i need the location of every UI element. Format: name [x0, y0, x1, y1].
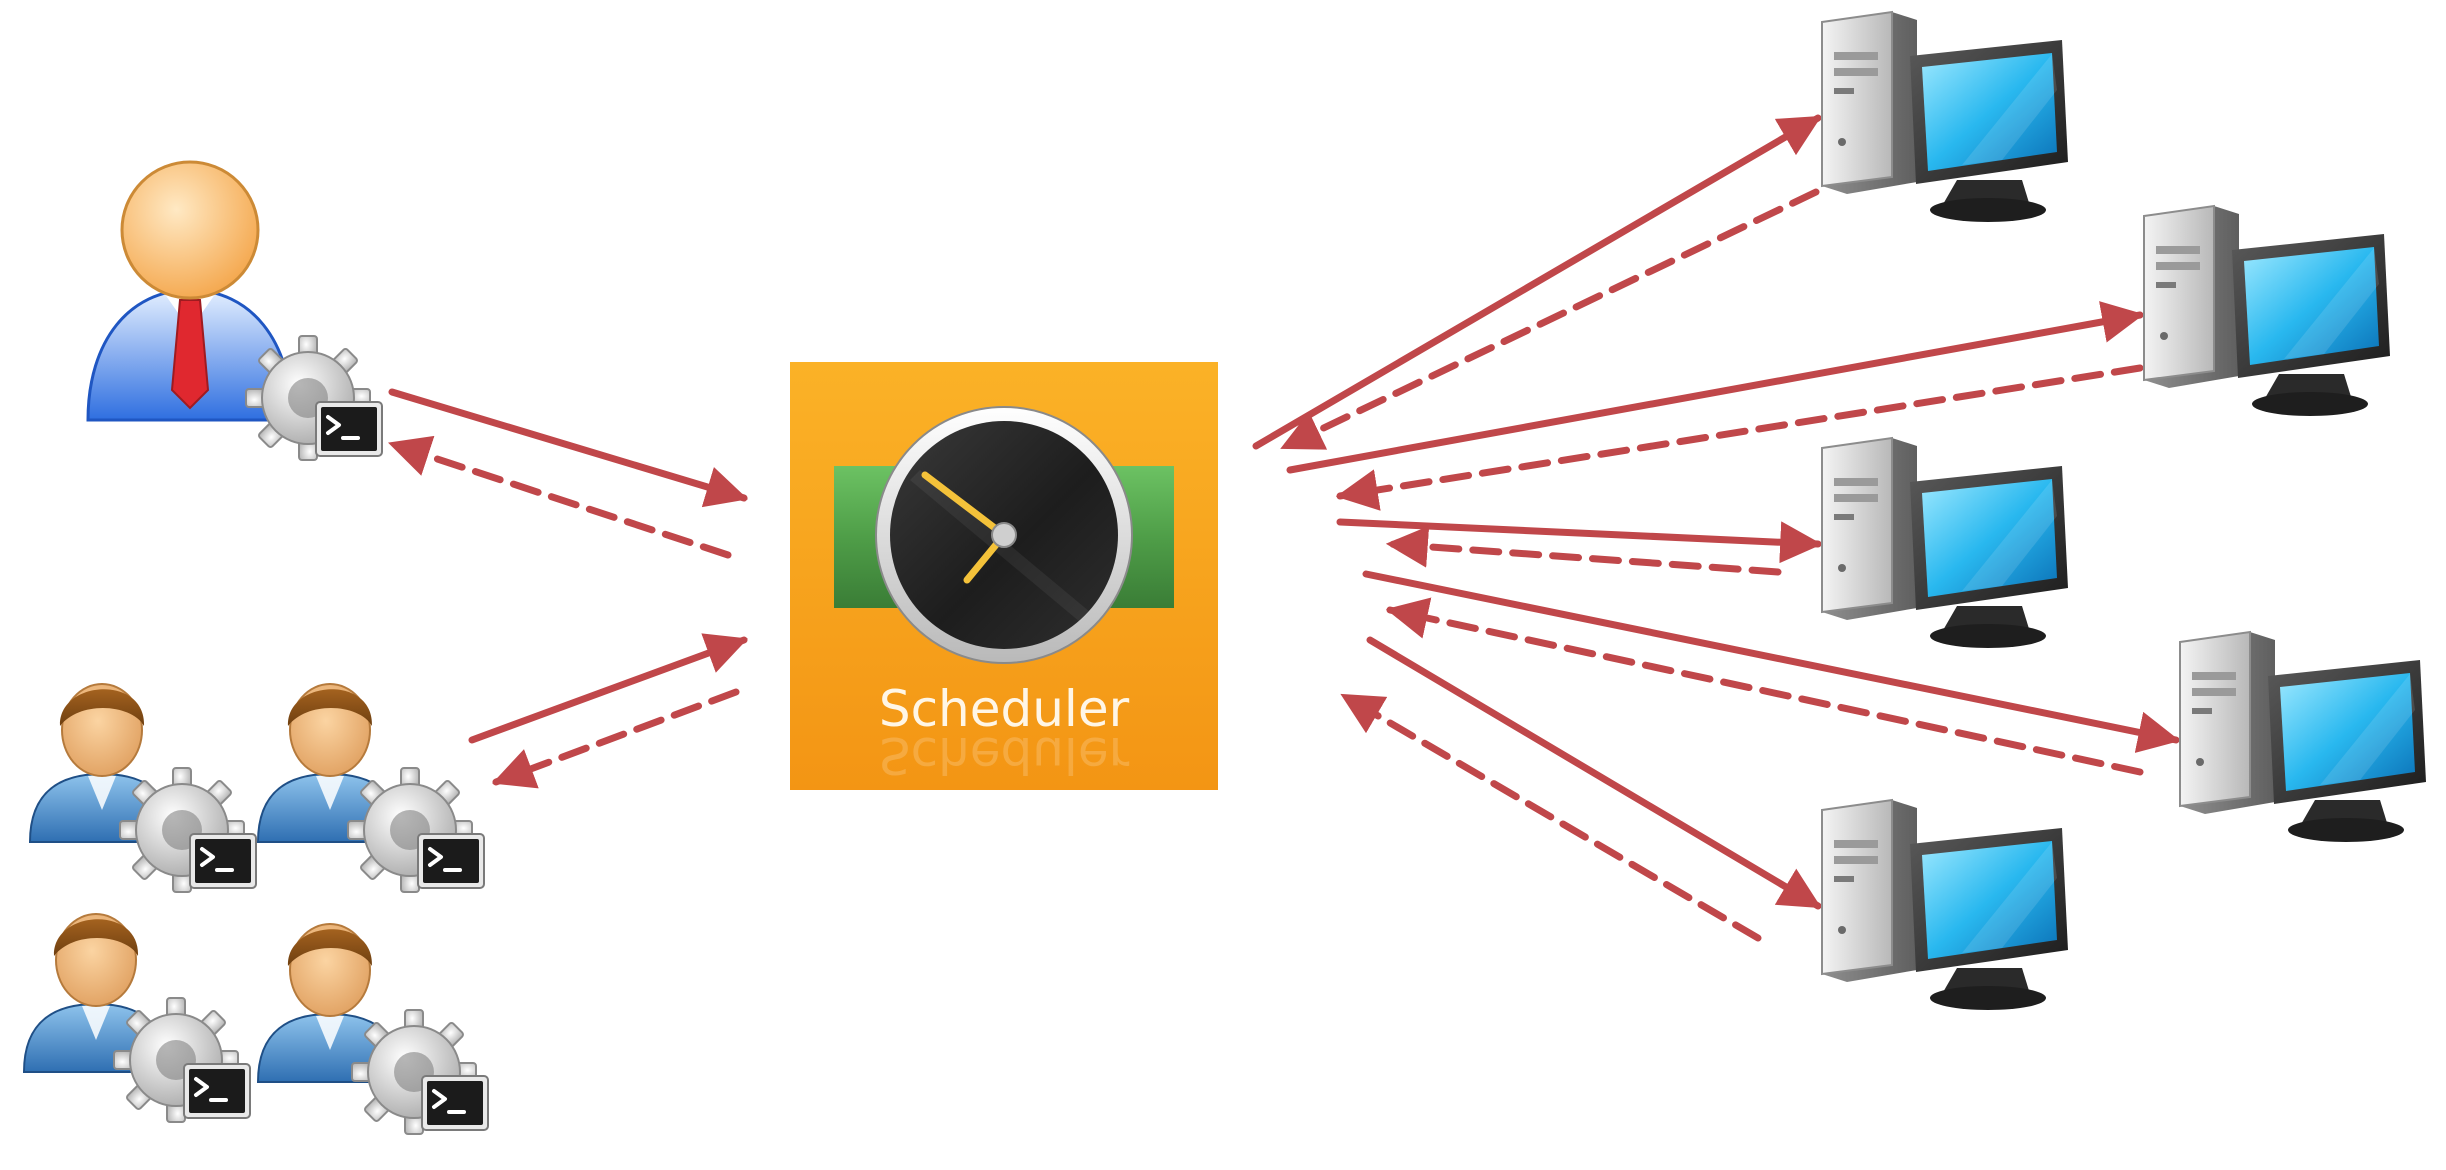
- user-icon: [257, 683, 486, 894]
- response-arrow-worker-3: [1385, 525, 1782, 576]
- user-icon: [23, 913, 252, 1124]
- request-arrow-worker-4: [1362, 570, 2181, 753]
- response-arrow-worker-5: [1340, 692, 1762, 942]
- request-arrow-clients: [468, 633, 748, 744]
- computer-icon: [2179, 631, 2427, 843]
- response-arrow-worker-2: [1335, 364, 2144, 511]
- scheduler-label-reflection: Scheduler: [879, 726, 1130, 784]
- computer-icon: [2143, 205, 2391, 417]
- client-users: [23, 683, 490, 1136]
- computer-icon: [1821, 11, 2069, 223]
- response-arrow-worker-1: [1280, 188, 1820, 451]
- user-icon: [29, 683, 258, 894]
- response-arrow-admin: [388, 435, 732, 559]
- computer-icon: [1821, 799, 2069, 1011]
- computer-icon: [1821, 437, 2069, 649]
- scheduler-label: Scheduler: [879, 680, 1130, 738]
- clock-icon: [875, 406, 1133, 664]
- request-arrow-worker-3: [1336, 518, 1823, 564]
- response-arrow-clients: [492, 688, 740, 789]
- user-icon: [257, 923, 490, 1136]
- request-arrow-worker-2: [1286, 301, 2145, 474]
- request-arrow-worker-5: [1366, 636, 1822, 910]
- worker-computers: [1821, 11, 2427, 1011]
- request-arrow-worker-1: [1252, 114, 1822, 450]
- admin-user-icon: [86, 160, 384, 462]
- request-arrow-admin: [388, 388, 749, 508]
- response-arrow-worker-4: [1385, 597, 2144, 776]
- connection-arrows: [388, 114, 2181, 942]
- scheduler-node: Scheduler Scheduler: [790, 362, 1218, 790]
